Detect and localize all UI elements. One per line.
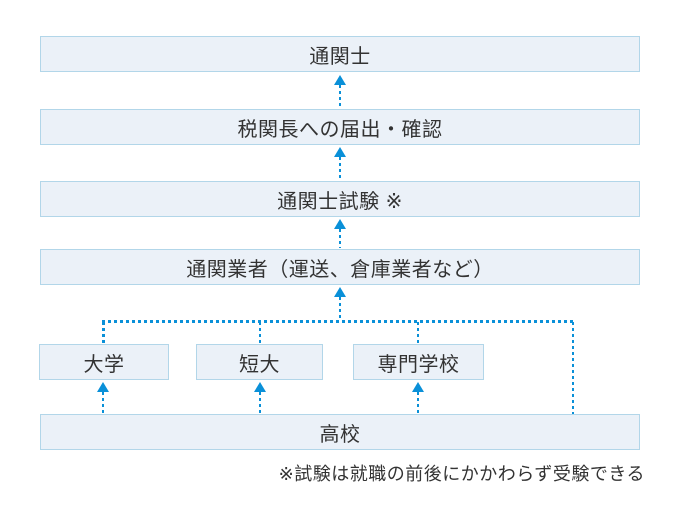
arrow-tail [338, 297, 342, 320]
arrowhead-icon [334, 287, 346, 297]
arrow-tail [258, 392, 262, 414]
arrow-tail [338, 157, 342, 180]
node-university: 大学 [39, 344, 169, 380]
arrow-up-icon [254, 382, 267, 414]
node-customs-specialist: 通関士 [40, 36, 640, 72]
arrow-up-icon [334, 75, 347, 108]
arrow-up-icon [97, 382, 110, 414]
arrow-tail [338, 229, 342, 248]
connector-line-horizontal [102, 320, 574, 323]
arrow-up-icon [334, 147, 347, 180]
arrowhead-icon [254, 382, 266, 392]
node-vocational-school: 専門学校 [353, 344, 484, 380]
connector-stub-junior-college [258, 322, 261, 343]
arrowhead-icon [412, 382, 424, 392]
arrowhead-icon [334, 147, 346, 157]
connector-bypass-highschool-to-broker [571, 322, 574, 414]
node-high-school: 高校 [40, 414, 640, 450]
arrow-tail [101, 392, 105, 414]
node-customs-specialist-exam: 通関士試験 ※ [40, 181, 640, 217]
arrow-up-icon [334, 287, 347, 320]
node-junior-college: 短大 [196, 344, 323, 380]
node-notification-to-customs-director: 税関長への届出・確認 [40, 109, 640, 145]
arrow-up-icon [412, 382, 425, 414]
node-customs-broker: 通関業者（運送、倉庫業者など） [40, 249, 640, 285]
arrowhead-icon [334, 219, 346, 229]
arrow-tail [338, 85, 342, 108]
footnote-text: ※試験は就職の前後にかかわらず受験できる [278, 464, 645, 484]
connector-stub-university [102, 322, 105, 343]
arrowhead-icon [334, 75, 346, 85]
arrow-tail [416, 392, 420, 414]
connector-stub-vocational-school [416, 322, 419, 343]
arrow-up-icon [334, 219, 347, 248]
arrowhead-icon [97, 382, 109, 392]
